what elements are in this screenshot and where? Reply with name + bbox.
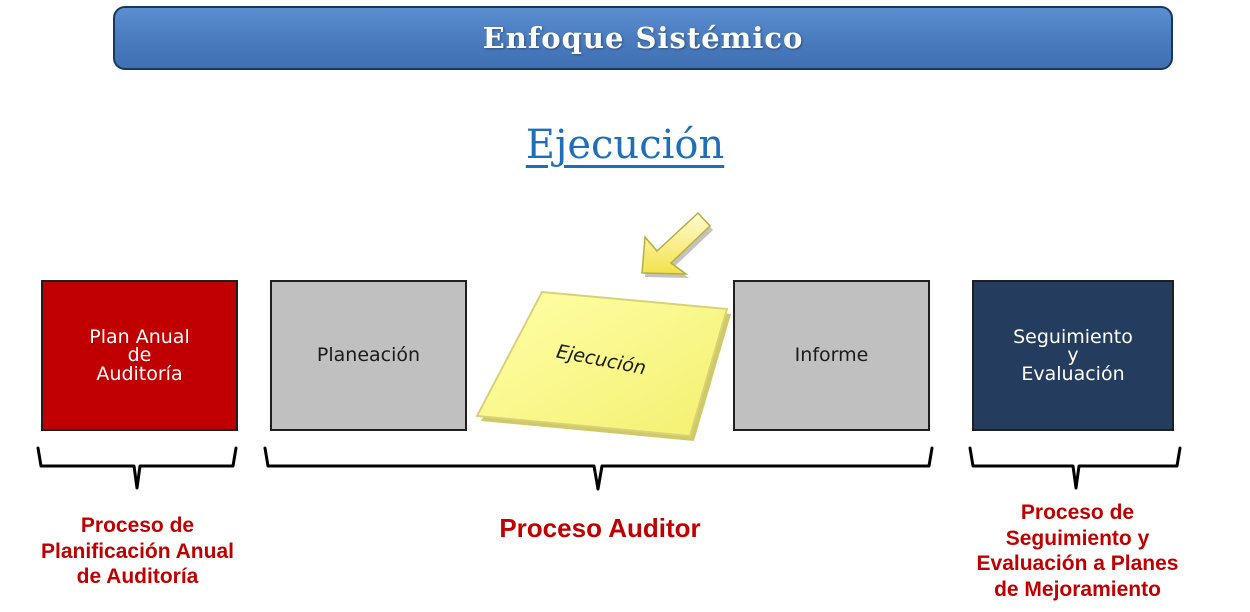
ejecucion-note: Ejecución (475, 290, 731, 441)
informe-box: Informe (733, 280, 930, 431)
bracket-planificacion (36, 446, 238, 490)
banner-title: Enfoque Sistémico (482, 21, 804, 55)
seguimiento-label: Seguimiento y Evaluación (1013, 325, 1133, 385)
informe-label: Informe (794, 344, 869, 367)
plan-anual-box: Plan Anual de Auditoría (41, 280, 238, 431)
plan-anual-label: Plan Anual de Auditoría (89, 325, 190, 385)
section-heading: Ejecución (525, 122, 725, 168)
arrow-down-left-icon (641, 211, 713, 278)
caption-auditor: Proceso Auditor (499, 513, 701, 543)
seguimiento-box: Seguimiento y Evaluación (972, 280, 1174, 431)
planeacion-label: Planeación (316, 344, 421, 367)
planeacion-box: Planeación (270, 280, 467, 431)
bracket-auditor (263, 446, 934, 491)
title-banner: Enfoque Sistémico (113, 6, 1173, 70)
caption-planificacion: Proceso de Planificación Anual de Audito… (41, 514, 234, 589)
caption-seguimiento: Proceso de Seguimiento y Evaluación a Pl… (976, 501, 1179, 601)
bracket-seguimiento (968, 446, 1182, 490)
